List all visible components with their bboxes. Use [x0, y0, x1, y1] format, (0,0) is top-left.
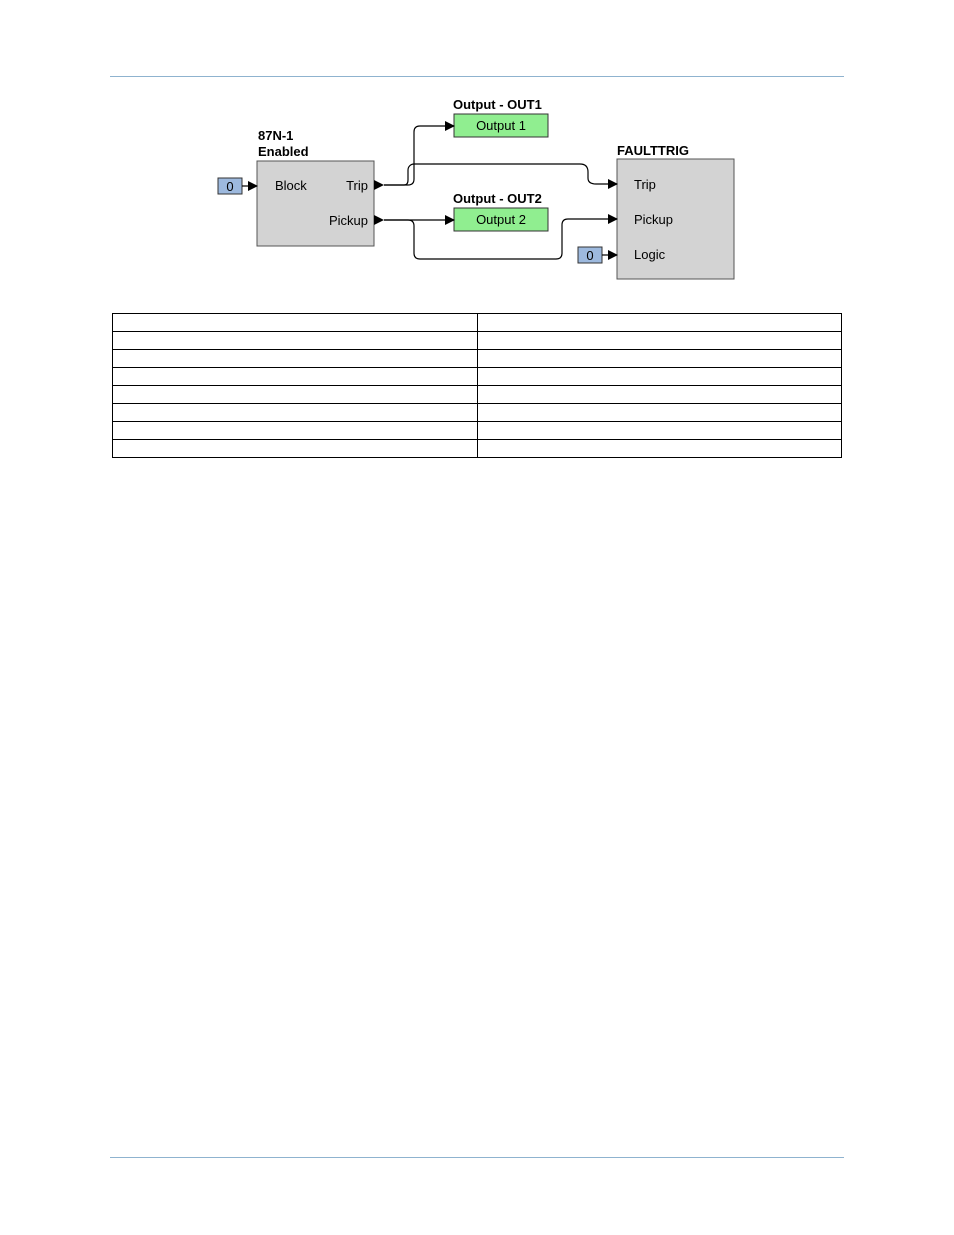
logic-diagram: 87N-1 Enabled Block Trip Pickup 0 Output…: [217, 97, 735, 280]
table-row: [112, 421, 842, 440]
output-out1-title: Output - OUT1: [453, 97, 542, 112]
table-row: [112, 331, 842, 350]
faulttrig-title: FAULTTRIG: [617, 143, 689, 158]
table-cell: [112, 403, 478, 422]
block-87n-title: 87N-1: [258, 128, 293, 143]
table-cell: [476, 331, 842, 350]
table-row: [112, 367, 842, 386]
output-out1-label: Output 1: [476, 118, 526, 133]
table-cell: [112, 331, 478, 350]
const-block-value: 0: [226, 179, 233, 194]
port-pickup-triangle: [374, 215, 384, 225]
table-cell: [112, 349, 478, 368]
table-row: [112, 403, 842, 422]
table-cell: [476, 313, 842, 332]
faulttrig-block[interactable]: [616, 158, 735, 280]
table-cell: [112, 385, 478, 404]
port-trip-triangle: [374, 180, 384, 190]
block-87n-status: Enabled: [258, 144, 309, 159]
table-cell: [112, 421, 478, 440]
wire-trip-to-faulttrig: [384, 163, 618, 189]
table-cell: [112, 367, 478, 386]
output-out2-title: Output - OUT2: [453, 191, 542, 206]
const-logic-value: 0: [586, 248, 593, 263]
table-row: [112, 385, 842, 404]
block-87n-output-trip: Trip: [346, 178, 368, 193]
table-cell: [476, 349, 842, 368]
table-cell: [476, 403, 842, 422]
settings-table: [112, 313, 842, 458]
table-cell: [476, 439, 842, 458]
table-cell: [476, 385, 842, 404]
table-cell: [112, 313, 478, 332]
table-cell: [476, 421, 842, 440]
table-row: [112, 313, 842, 332]
faulttrig-input-pickup: Pickup: [634, 212, 673, 227]
output-out2-label: Output 2: [476, 212, 526, 227]
wire-pickup-to-faulttrig: [384, 214, 618, 260]
wire-trip-to-out1: [384, 121, 455, 186]
block-87n-output-pickup: Pickup: [329, 213, 368, 228]
block-87n[interactable]: [256, 160, 375, 247]
table-row: [112, 349, 842, 368]
block-87n-input-block: Block: [275, 178, 307, 193]
faulttrig-input-trip: Trip: [634, 177, 656, 192]
faulttrig-input-logic: Logic: [634, 247, 666, 262]
table-row: [112, 439, 842, 458]
table-cell: [476, 367, 842, 386]
header-rule: [110, 76, 844, 77]
table-cell: [112, 439, 478, 458]
footer-rule: [110, 1157, 844, 1158]
